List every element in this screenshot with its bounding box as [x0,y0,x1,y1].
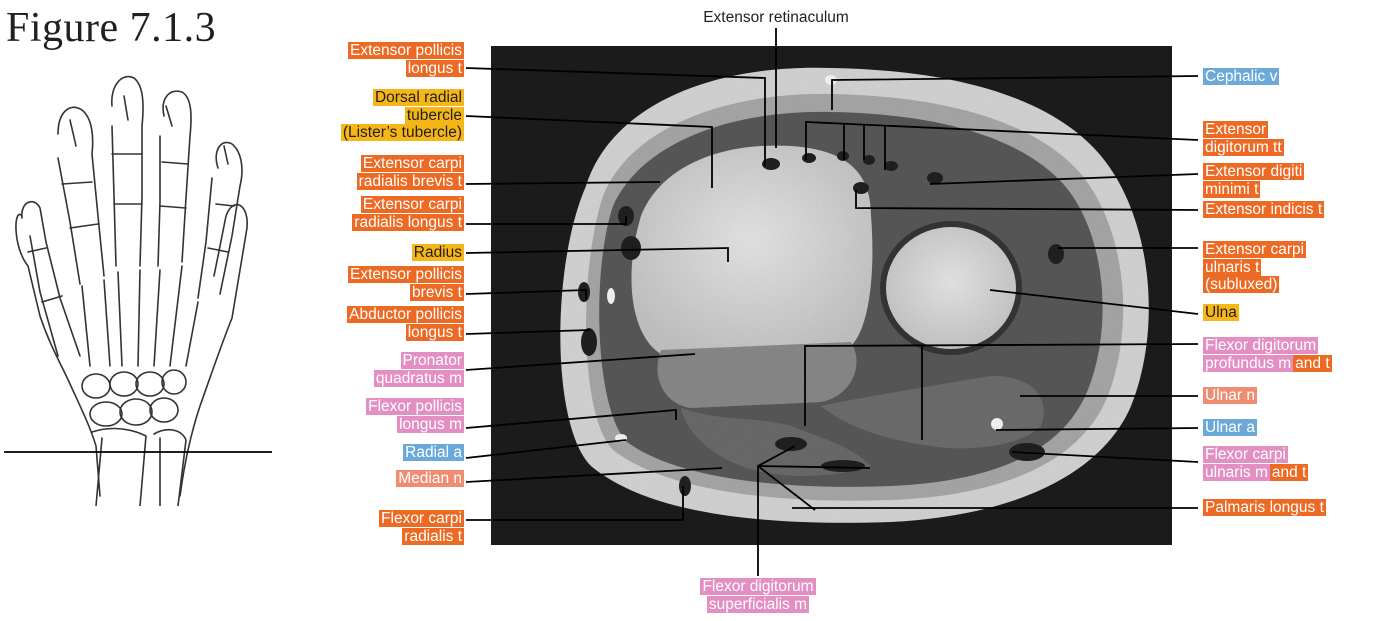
label-line-1: Extensor pollicis [348,266,464,283]
label-line-1: Abductor pollicis [347,306,464,323]
label-extensor-digiti-minimi: Extensor digiti minimi t [1203,163,1373,198]
label-line-2a: profundus m [1203,355,1293,372]
label-line-1: Extensor pollicis [348,42,464,59]
figure-title: Figure 7.1.3 [6,4,216,52]
label-line-2: radialis brevis t [357,173,464,190]
label-line-2: tubercle [405,107,464,124]
label-extensor-carpi-radialis-longus: Extensor carpi radialis longus t [300,196,464,231]
label-line-1: Extensor [1203,121,1268,138]
label-line-2: longus t [406,60,464,77]
label-line-2: longus m [397,416,464,433]
label-text: Extensor retinaculum [703,9,849,26]
label-line-1: Flexor carpi [1203,446,1288,463]
label-flexor-digitorum-superficialis: Flexor digitorum superficialis m [650,578,866,613]
label-line-1: Ulnar n [1203,387,1257,404]
label-line-2: ulnaris t [1203,259,1261,276]
label-line-2: superficialis m [707,596,809,613]
label-ulnar-artery: Ulnar a [1203,419,1373,437]
label-line-1: Extensor digiti [1203,163,1304,180]
label-radial-artery: Radial a [300,444,464,462]
label-line-1: Dorsal radial [373,89,464,106]
label-line-2b: and t [1270,464,1308,481]
label-pronator-quadratus: Pronator quadratus m [300,352,464,387]
label-extensor-pollicis-longus: Extensor pollicis longus t [300,42,464,77]
label-line-2b: and t [1293,355,1331,372]
label-line-2: digitorum tt [1203,139,1284,156]
label-extensor-indicis: Extensor indicis t [1203,201,1373,219]
label-line-2: radialis longus t [352,214,464,231]
label-line-1: Flexor pollicis [366,398,464,415]
label-extensor-retinaculum: Extensor retinaculum [660,9,892,27]
label-line-1: Radius [412,244,464,261]
label-line-1: Palmaris longus t [1203,499,1326,516]
label-line-1: Extensor indicis t [1203,201,1324,218]
label-line-1: Flexor carpi [379,510,464,527]
label-line-1: Extensor carpi [1203,241,1306,258]
label-line-2: radialis t [402,528,464,545]
label-line-1: Cephalic v [1203,68,1279,85]
label-dorsal-radial-tubercle: Dorsal radial tubercle (Lister’s tubercl… [300,89,464,142]
mri-axial-wrist-image [491,46,1172,545]
label-abductor-pollicis-longus: Abductor pollicis longus t [300,306,464,341]
label-line-1: Pronator [401,352,464,369]
label-line-1: Ulnar a [1203,419,1257,436]
label-line-2a: ulnaris m [1203,464,1270,481]
label-line-2: brevis t [410,284,464,301]
label-flexor-pollicis-longus: Flexor pollicis longus m [300,398,464,433]
label-line-1: Extensor carpi [361,155,464,172]
label-line-1: Flexor digitorum [1203,337,1318,354]
label-extensor-carpi-ulnaris: Extensor carpi ulnaris t (subluxed) [1203,241,1373,294]
label-line-3: (subluxed) [1203,276,1279,293]
label-extensor-pollicis-brevis: Extensor pollicis brevis t [300,266,464,301]
label-radius: Radius [300,244,464,262]
label-ulnar-nerve: Ulnar n [1203,387,1373,405]
label-extensor-digitorum: Extensor digitorum tt [1203,121,1373,156]
label-line-2: longus t [406,324,464,341]
label-line-1: Flexor digitorum [700,578,815,595]
label-ulna: Ulna [1203,304,1373,322]
label-flexor-carpi-radialis: Flexor carpi radialis t [300,510,464,545]
label-line-2: quadratus m [374,370,464,387]
label-cephalic-vein: Cephalic v [1203,68,1373,86]
label-line-1: Ulna [1203,304,1239,321]
label-extensor-carpi-radialis-brevis: Extensor carpi radialis brevis t [300,155,464,190]
hand-skeleton-illustration [0,66,280,506]
label-line-1: Radial a [403,444,464,461]
label-median-nerve: Median n [300,470,464,488]
label-line-1: Extensor carpi [361,196,464,213]
label-line-2: minimi t [1203,181,1260,198]
label-line-1: Median n [396,470,464,487]
label-line-3: (Lister’s tubercle) [341,124,464,141]
label-palmaris-longus: Palmaris longus t [1203,499,1373,517]
